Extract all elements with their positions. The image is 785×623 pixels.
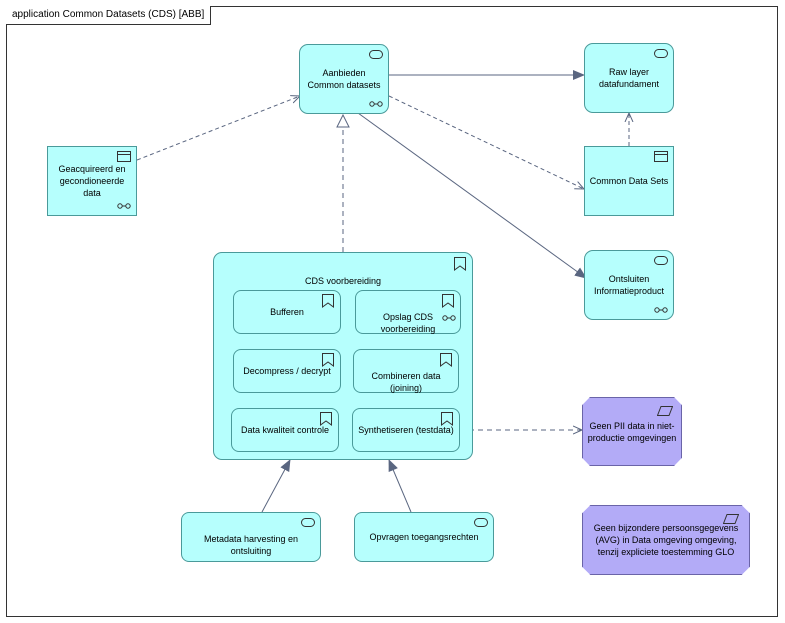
bookmark-icon: [440, 353, 452, 367]
edge-opvragen-voorbereiding: [388, 459, 412, 513]
interface-icon: [117, 203, 131, 209]
node-geen-bijzondere-constraint[interactable]: Geen bijzondere persoonsgegevens (AVG) i…: [582, 505, 750, 575]
bookmark-icon: [322, 353, 334, 367]
service-icon: [654, 256, 668, 265]
bookmark-icon: [454, 257, 466, 271]
node-ontsluiten-informatieproduct[interactable]: Ontsluiten Informatieproduct: [584, 250, 674, 320]
data-object-icon: [654, 151, 668, 162]
edge-geacq-aanbieden: [136, 96, 300, 161]
parallelogram-icon: [723, 514, 739, 524]
edge-aanbieden-cds: [388, 95, 584, 189]
node-combineren-data[interactable]: Combineren data (joining): [353, 349, 459, 393]
data-object-icon: [117, 151, 131, 162]
edge-aanbieden-ontsluiten: [357, 112, 587, 279]
diagram-frame: [6, 6, 778, 617]
interface-icon: [654, 307, 668, 313]
interface-icon: [442, 315, 456, 321]
node-data-kwaliteit-controle[interactable]: Data kwaliteit controle: [231, 408, 339, 452]
node-opvragen-toegangsrechten[interactable]: Opvragen toegangsrechten: [354, 512, 494, 562]
node-metadata-harvesting[interactable]: Metadata harvesting en ontsluiting: [181, 512, 321, 562]
bookmark-icon: [442, 294, 454, 308]
node-bufferen[interactable]: Bufferen: [233, 290, 341, 334]
node-common-data-sets[interactable]: Common Data Sets: [584, 146, 674, 216]
node-aanbieden-common-datasets[interactable]: Aanbieden Common datasets: [299, 44, 389, 114]
service-icon: [654, 49, 668, 58]
diagram-title: application Common Datasets (CDS) [ABB]: [6, 6, 212, 25]
node-opslag-cds-voorbereiding[interactable]: Opslag CDS voorbereiding: [355, 290, 461, 334]
interface-icon: [369, 101, 383, 107]
node-geen-pii-constraint[interactable]: Geen PII data in niet-productie omgeving…: [582, 397, 682, 466]
bookmark-icon: [441, 412, 453, 426]
service-icon: [474, 518, 488, 527]
service-icon: [301, 518, 315, 527]
bookmark-icon: [320, 412, 332, 426]
edge-metadata-voorbereiding: [261, 459, 291, 513]
node-synthetiseren-testdata[interactable]: Synthetiseren (testdata): [352, 408, 460, 452]
parallelogram-icon: [657, 406, 673, 416]
bookmark-icon: [322, 294, 334, 308]
service-icon: [369, 50, 383, 59]
node-geacquireerd-data[interactable]: Geacquireerd en gecondioneerde data: [47, 146, 137, 216]
node-decompress-decrypt[interactable]: Decompress / decrypt: [233, 349, 341, 393]
node-raw-layer-datafundament[interactable]: Raw layer datafundament: [584, 43, 674, 113]
